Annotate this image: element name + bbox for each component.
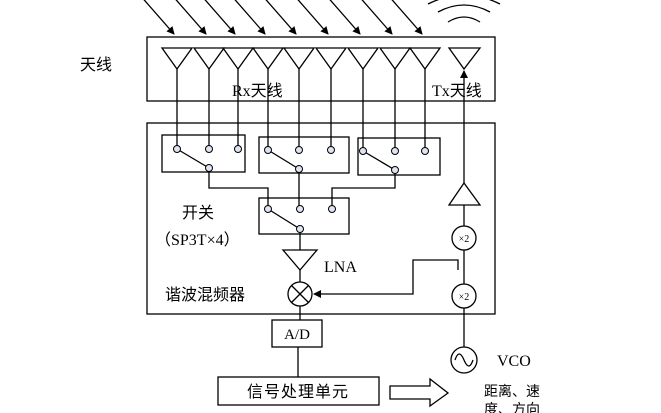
doubler-1-label: ×2 (459, 292, 470, 303)
switch-contact (327, 146, 335, 154)
tx-antenna-label: Tx天线 (432, 82, 482, 100)
rx-antenna (314, 47, 348, 71)
incoming-wave-arrow (204, 0, 236, 35)
incoming-wave-arrow (143, 0, 175, 35)
switch-contact (296, 225, 304, 233)
switch-contact (264, 205, 272, 213)
switch-link (331, 170, 396, 209)
signal-processing-label: 信号处理单元 (247, 383, 349, 401)
output-label-line2: 度、方向 (484, 402, 540, 413)
output-arrow (389, 377, 450, 408)
switch-label: 开关 (182, 204, 214, 222)
switch-contact (173, 145, 181, 153)
rx-antenna (251, 47, 285, 71)
mixer-symbol (287, 281, 313, 307)
lna-label: LNA (324, 259, 357, 276)
adc-label: A/D (284, 327, 310, 343)
switch-2 (258, 136, 350, 174)
incoming-wave-arrow (391, 0, 423, 35)
signal-processing-box (217, 376, 380, 406)
switch-contact (296, 205, 304, 213)
switch-contact (295, 165, 303, 173)
rx-antenna (192, 47, 226, 71)
switch-blade (176, 148, 210, 169)
doubler-2-label: ×2 (459, 234, 470, 245)
rx-antenna (282, 47, 316, 71)
incoming-wave-arrow (329, 0, 361, 35)
incoming-waves-arrows (143, 0, 423, 35)
switch-4 (258, 197, 350, 235)
tx-radiation-waves (427, 0, 501, 23)
rx-antenna (160, 47, 194, 71)
switch-contact (295, 146, 303, 154)
rx-antenna (378, 47, 412, 71)
incoming-wave-arrow (297, 0, 329, 35)
mixer-label: 谐波混频器 (165, 286, 245, 304)
switch-wiring (176, 69, 426, 250)
switch-contacts (173, 145, 429, 233)
tx-antenna (447, 47, 482, 71)
switch-link (208, 168, 269, 209)
switch-contact (205, 145, 213, 153)
switch-type-label: （SP3T×4） (155, 231, 240, 249)
rx-antenna-array (160, 47, 442, 71)
rx-antenna-label: Rx天线 (232, 82, 283, 100)
incoming-wave-arrow (265, 0, 297, 35)
switch-contact (421, 147, 429, 155)
vco-label: VCO (497, 353, 531, 370)
switch-contact (391, 147, 399, 155)
incoming-wave-arrow (175, 0, 207, 35)
antenna-label: 天线 (80, 56, 112, 74)
rx-antenna (221, 47, 255, 71)
switch-blade (362, 150, 396, 171)
switch-contact (264, 146, 272, 154)
switch-1 (161, 134, 246, 173)
incoming-wave-arrow (361, 0, 393, 35)
adc-box (271, 319, 323, 348)
incoming-wave-arrow (234, 0, 266, 35)
switch-3 (357, 137, 441, 176)
lna-amplifier (281, 249, 319, 272)
switch-contact (328, 205, 336, 213)
vco-symbol (450, 346, 478, 374)
output-label-line1: 距离、速 (484, 383, 540, 400)
rx-antenna (408, 47, 442, 71)
switch-contact (234, 145, 242, 153)
switch-blade (267, 149, 300, 170)
lo-feed-line (313, 259, 459, 298)
switch-contact (391, 166, 399, 174)
switch-contact (205, 164, 213, 172)
switch-contact (359, 147, 367, 155)
rx-antenna (346, 47, 380, 71)
switch-blade (267, 208, 301, 230)
